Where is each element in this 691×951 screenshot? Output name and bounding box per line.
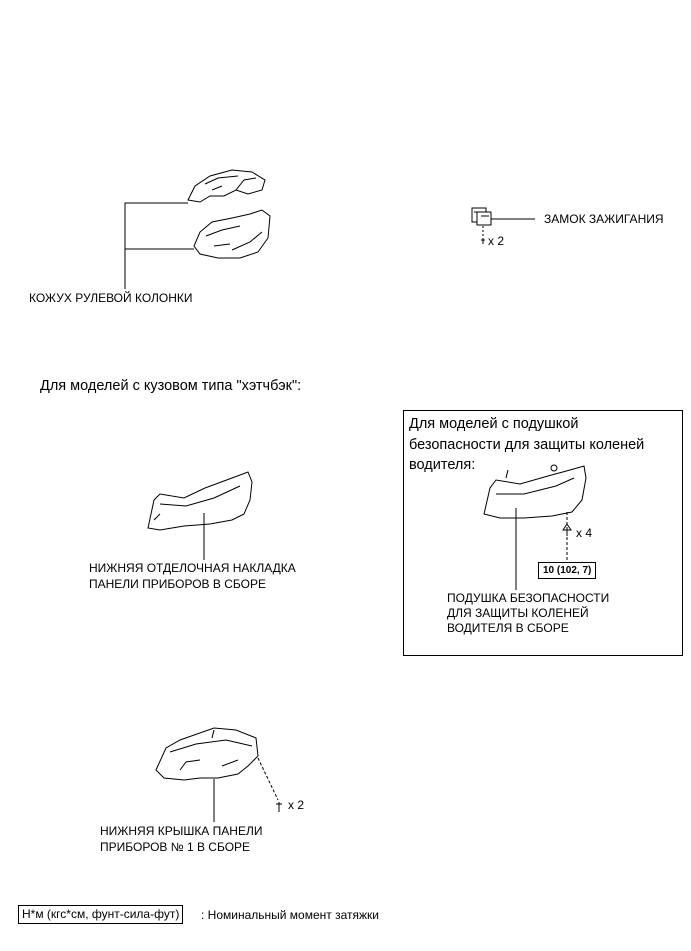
hatchback-heading: Для моделей с кузовом типа "хэтчбэк": <box>40 378 302 394</box>
knee-box-caption-line1: Для моделей с подушкой <box>409 416 579 432</box>
lower-finish-panel-label-line2: ПАНЕЛИ ПРИБОРОВ В СБОРЕ <box>89 577 266 591</box>
steering-cover-leader <box>124 202 194 289</box>
knee-airbag-label-line3: ВОДИТЕЛЯ В СБОРЕ <box>447 621 569 635</box>
knee-airbag-drawing <box>483 464 587 590</box>
lower-instrument-cover-drawing <box>155 727 282 822</box>
ignition-lock-drawing <box>471 207 535 244</box>
lower-instrument-cover-label-line1: НИЖНЯЯ КРЫШКА ПАНЕЛИ <box>100 824 263 838</box>
legend-description: : Номинальный момент затяжки <box>201 908 379 922</box>
lower-column-cover-drawing <box>193 209 271 259</box>
knee-airbag-label-line1: ПОДУШКА БЕЗОПАСНОСТИ <box>447 591 610 605</box>
steering-column-cover-label: КОЖУХ РУЛЕВОЙ КОЛОНКИ <box>29 291 193 305</box>
ignition-lock-label: ЗАМОК ЗАЖИГАНИЯ <box>544 212 664 226</box>
knee-box-caption-line2: безопасности для защиты коленей <box>409 437 645 453</box>
lower-finish-panel-label-line1: НИЖНЯЯ ОТДЕЛОЧНАЯ НАКЛАДКА <box>89 561 296 575</box>
lower-instrument-cover-label-line2: ПРИБОРОВ № 1 В СБОРЕ <box>100 840 251 854</box>
lower-finish-panel-drawing <box>147 471 253 560</box>
knee-airbag-section <box>403 410 683 656</box>
knee-airbag-label-line2: ДЛЯ ЗАЩИТЫ КОЛЕНЕЙ <box>447 606 589 620</box>
legend-torque-unit: Н*м (кгс*см, фунт-сила-фут) <box>18 905 184 924</box>
knee-box-caption-line3: водителя: <box>409 457 476 473</box>
lower-instrument-cover-qty: x 2 <box>288 798 305 812</box>
knee-airbag-torque-spec: 10 (102, 7) <box>538 562 597 579</box>
upper-column-cover-drawing <box>187 169 266 203</box>
ignition-lock-qty: x 2 <box>488 234 505 248</box>
knee-airbag-qty: x 4 <box>576 526 593 540</box>
